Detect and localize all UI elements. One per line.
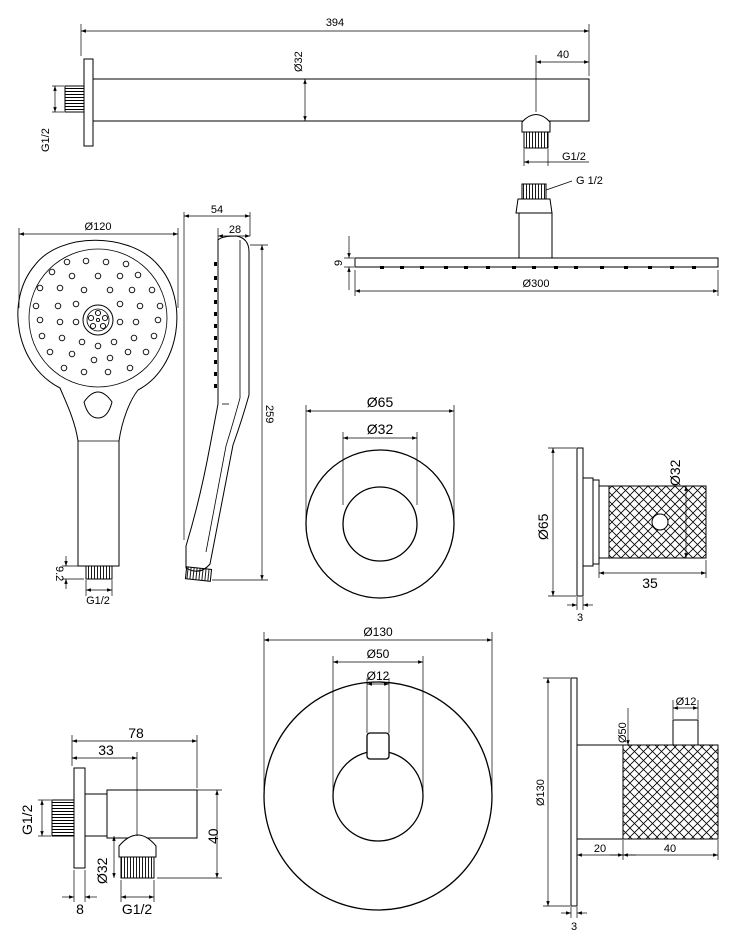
hand-shower-thread-label: G1/2	[86, 595, 110, 607]
arm-tube	[92, 78, 590, 122]
arm-length-label: 394	[326, 17, 344, 29]
elbow-body	[106, 789, 198, 839]
shower-arm-view: 394 40 Ø32 G1/2 G1/2	[40, 17, 590, 166]
hand-shower-thread	[85, 565, 113, 580]
hand-shower-diameter-label: Ø120	[85, 221, 112, 233]
large-side-plate	[570, 677, 578, 907]
small-side-view: Ø65 Ø32 35 3	[535, 447, 707, 624]
small-rosette-inner-label: Ø32	[367, 421, 394, 437]
large-rosette-view: Ø130 Ø50 Ø12	[263, 625, 493, 911]
elbow-offset-label: 33	[98, 742, 114, 758]
arm-nut	[521, 114, 551, 133]
arm-wall-plate	[83, 58, 94, 147]
large-rosette-outer-label: Ø130	[363, 625, 393, 639]
elbow-wall-plate	[73, 767, 86, 869]
wall-elbow-view: 78 33 G1/2 Ø32 40 8 G1/2	[19, 725, 222, 917]
small-side-knob-label: Ø32	[667, 459, 683, 486]
arm-end-label: 40	[557, 49, 569, 61]
small-rosette-inner	[342, 486, 418, 562]
elbow-total-label: 78	[128, 725, 144, 741]
elbow-plate-label: 8	[76, 901, 84, 917]
hand-shower-front-view: Ø120 9.2 G1/2	[17, 221, 179, 607]
arm-thread-left	[64, 85, 85, 113]
rain-head-nut	[515, 198, 553, 214]
large-rosette-outer	[263, 681, 493, 911]
small-side-plate-label: 3	[577, 612, 583, 624]
arm-thread-right	[523, 131, 549, 149]
large-rosette-knob	[332, 750, 424, 842]
large-side-body-label: 20	[594, 843, 606, 855]
rain-head-stem	[518, 212, 553, 259]
small-side-length-label: 35	[642, 575, 658, 591]
large-side-knob-label: Ø50	[617, 722, 629, 743]
hand-shower-width-label: 54	[211, 204, 223, 216]
large-rosette-lever	[366, 732, 390, 760]
large-side-view: Ø130 Ø50 Ø12 20 40 3	[535, 677, 719, 933]
rain-head-plate	[354, 257, 719, 268]
large-rosette-inner-label: Ø12	[367, 669, 390, 683]
small-side-plate	[576, 447, 584, 597]
small-side-outer-label: Ø65	[535, 513, 551, 540]
hand-shower-thread-len-label: 9.2	[53, 566, 65, 581]
arm-thread-left-label: G1/2	[40, 128, 52, 152]
small-rosette-view: Ø65 Ø32	[305, 394, 455, 599]
large-side-knob-len-label: 40	[664, 843, 676, 855]
elbow-thread	[51, 799, 75, 837]
arm-diameter-label: Ø32	[293, 51, 305, 72]
large-side-knurled-knob	[622, 744, 719, 840]
rain-head-view: G 1/2 9 Ø300	[333, 175, 719, 296]
small-rosette-outer	[305, 449, 455, 599]
hand-shower-nozzles	[32, 257, 164, 376]
rain-head-diameter-label: Ø300	[523, 278, 550, 290]
rain-head-thickness-label: 9	[333, 260, 345, 266]
rain-head-thread-label: G 1/2	[576, 175, 603, 187]
large-side-outer-label: Ø130	[535, 779, 547, 806]
elbow-diameter-label: Ø32	[94, 857, 110, 884]
rain-head-thread	[521, 183, 547, 200]
hand-shower-tip-label: 28	[229, 224, 241, 236]
hand-shower-side-view: 54 28 259	[183, 204, 275, 582]
elbow-outlet-label: G1/2	[122, 901, 153, 917]
large-rosette-mid-label: Ø50	[367, 647, 390, 661]
arm-thread-right-label: G1/2	[562, 151, 586, 163]
elbow-outlet-thread	[120, 856, 155, 879]
elbow-height-label: 40	[205, 828, 221, 844]
hand-shower-side-body	[185, 235, 250, 572]
elbow-thread-label: G1/2	[19, 804, 35, 835]
large-side-pin-label: Ø12	[676, 696, 697, 708]
hand-shower-length-label: 259	[263, 405, 275, 423]
small-rosette-outer-label: Ø65	[367, 394, 394, 410]
elbow-nut	[118, 834, 157, 858]
large-side-pin	[672, 719, 699, 746]
large-side-plate-label: 3	[571, 921, 577, 933]
hand-shower-side-thread	[184, 566, 213, 582]
hand-shower-face-rim	[28, 248, 168, 388]
hand-shower-button	[83, 391, 113, 419]
